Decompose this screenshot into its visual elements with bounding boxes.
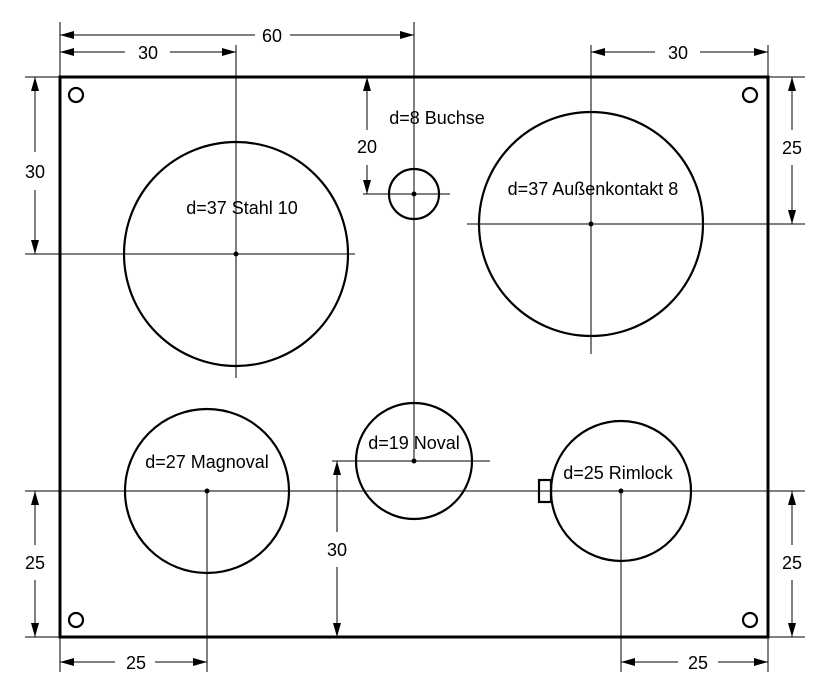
dimension-bottom-right-25: 25	[621, 653, 768, 673]
dimension-center-30-label: 30	[327, 540, 347, 560]
label-magnoval: d=27 Magnoval	[145, 452, 269, 472]
hole-buchse	[387, 167, 441, 221]
hole-magnoval-circle	[123, 407, 291, 575]
label-rimlock: d=25 Rimlock	[563, 463, 674, 483]
dimension-top-left-30-label: 30	[138, 43, 158, 63]
label-aussen: d=37 Außenkontakt 8	[508, 179, 679, 199]
extension-lines	[25, 22, 805, 672]
hole-noval-circle	[354, 401, 474, 521]
hole-magnoval	[123, 407, 291, 575]
dimension-center-30: 30	[327, 461, 347, 637]
dimension-bottom-right-25-label: 25	[688, 653, 708, 673]
dimension-left-bottom-25-label: 25	[25, 553, 45, 573]
dimension-buchse-20: 20	[357, 77, 377, 194]
dimension-top-60: 60	[60, 26, 414, 46]
hole-noval	[354, 401, 474, 521]
dimension-top-60-label: 60	[262, 26, 282, 46]
mounting-hole-bottom-left	[67, 611, 85, 629]
dimension-right-bottom-25-label: 25	[782, 553, 802, 573]
rimlock-key-notch	[537, 478, 553, 504]
dimension-right-bottom-25: 25	[782, 491, 802, 637]
label-buchse: d=8 Buchse	[389, 108, 485, 128]
dimension-left-30-label: 30	[25, 162, 45, 182]
dimension-bottom-left-25-label: 25	[126, 653, 146, 673]
dimension-top-right-30-label: 30	[668, 43, 688, 63]
hole-aussen	[477, 110, 705, 338]
mounting-hole-top-left	[67, 86, 85, 104]
hole-aussen-circle	[477, 110, 705, 338]
label-stahl: d=37 Stahl 10	[186, 198, 298, 218]
dimension-left-30: 30	[25, 77, 45, 254]
dimension-top-right-30: 30	[591, 43, 768, 63]
dimension-buchse-20-label: 20	[357, 137, 377, 157]
hole-rimlock	[537, 419, 693, 563]
dimension-left-bottom-25: 25	[25, 491, 45, 637]
mounting-hole-bottom-right	[741, 611, 759, 629]
label-noval: d=19 Noval	[368, 433, 460, 453]
hole-stahl	[122, 140, 350, 368]
dimension-top-left-30: 30	[60, 43, 236, 63]
dimension-bottom-left-25: 25	[60, 653, 207, 673]
hole-buchse-circle	[387, 167, 441, 221]
mounting-hole-top-right	[741, 86, 759, 104]
dimension-right-top-25: 25	[782, 77, 802, 224]
hole-stahl-circle	[122, 140, 350, 368]
dimension-right-top-25-label: 25	[782, 138, 802, 158]
